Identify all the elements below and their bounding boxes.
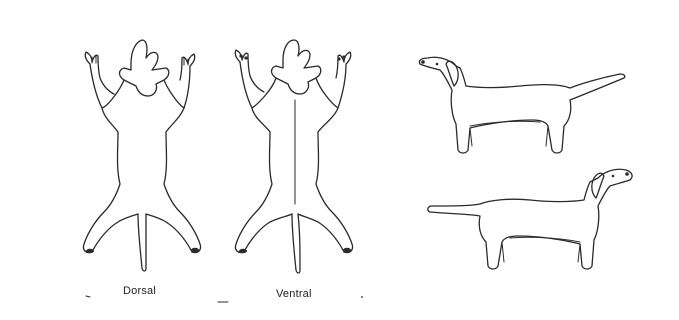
standing-dog-left-facing (419, 57, 624, 153)
standing-dog-right-facing (428, 169, 632, 269)
dorsal-label: Dorsal (123, 285, 156, 297)
ventral-pelt-outline (235, 40, 352, 273)
dorsal-pelt-outline (83, 40, 200, 271)
ventral-label: Ventral (276, 288, 312, 300)
